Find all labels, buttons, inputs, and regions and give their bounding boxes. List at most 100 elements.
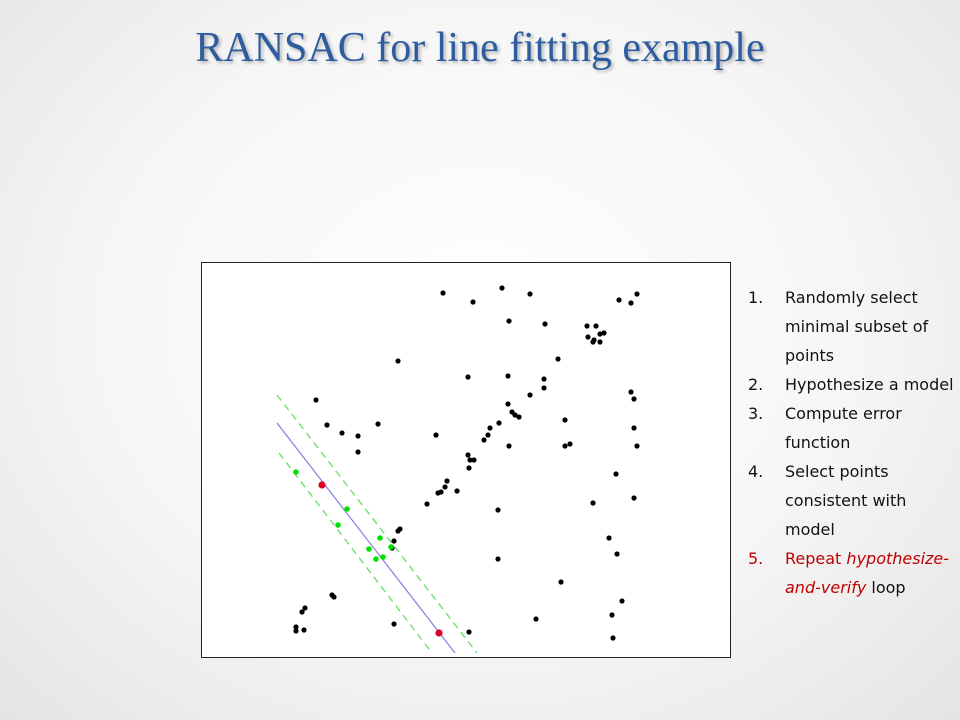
step-item-highlighted: 5. Repeat hypothesize-and-verify loop — [748, 544, 958, 602]
outlier-point — [391, 538, 397, 544]
outlier-point — [331, 594, 337, 600]
inlier-point — [344, 506, 350, 512]
inlier-point — [335, 522, 341, 528]
step-text-italic: hypothesize-and-verify — [785, 549, 950, 597]
outlier-point — [495, 507, 501, 513]
steps-list: 1. Randomly select minimal subset of poi… — [748, 283, 958, 602]
outlier-point — [634, 443, 640, 449]
outlier-point — [375, 421, 381, 427]
outlier-point — [454, 488, 460, 494]
step-text-prefix: Repeat — [785, 549, 842, 568]
outlier-point — [610, 635, 616, 641]
outlier-point — [628, 300, 634, 306]
outlier-point — [506, 443, 512, 449]
outlier-point — [616, 297, 622, 303]
outlier-point — [590, 500, 596, 506]
outlier-point — [597, 331, 603, 337]
outlier-point — [391, 621, 397, 627]
outlier-point — [395, 358, 401, 364]
outlier-point — [558, 579, 564, 585]
step-item: 4. Select points consistent with model — [748, 457, 958, 544]
outlier-point — [567, 441, 573, 447]
outlier-point — [628, 389, 634, 395]
step-text: Compute error function — [785, 404, 902, 452]
outlier-point — [527, 291, 533, 297]
outlier-point — [444, 478, 450, 484]
outlier-point — [470, 299, 476, 305]
outlier-point — [465, 452, 471, 458]
slide-title: RANSAC for line fitting example — [195, 25, 765, 71]
outlier-point — [293, 628, 299, 634]
outlier-point — [496, 420, 502, 426]
outlier-point — [424, 501, 430, 507]
outlier-point — [487, 425, 493, 431]
threshold-line-lower — [278, 452, 433, 654]
outlier-point — [562, 443, 568, 449]
step-number: 3. — [748, 404, 764, 423]
step-text: Select points consistent with model — [785, 462, 907, 539]
step-text: Hypothesize a model — [785, 375, 954, 394]
outlier-point — [562, 417, 568, 423]
plot-canvas — [276, 285, 640, 654]
step-item: 2. Hypothesize a model — [748, 370, 958, 399]
outlier-point — [609, 612, 615, 618]
outlier-point — [324, 422, 330, 428]
outlier-point — [467, 457, 473, 463]
inlier-point — [388, 544, 394, 550]
step-text: Randomly select minimal subset of points — [785, 288, 929, 365]
outlier-point — [495, 556, 501, 562]
outlier-point — [465, 374, 471, 380]
step-number: 4. — [748, 462, 764, 481]
outlier-point — [466, 465, 472, 471]
outlier-point — [606, 535, 612, 541]
outlier-point — [555, 356, 561, 362]
threshold-line-upper — [276, 394, 478, 654]
outlier-point — [585, 334, 591, 340]
outlier-point — [516, 414, 522, 420]
outlier-point — [593, 323, 599, 329]
outlier-point — [505, 373, 511, 379]
outlier-point — [584, 323, 590, 329]
inlier-point — [366, 546, 372, 552]
outlier-point — [619, 598, 625, 604]
outlier-point — [505, 401, 511, 407]
outlier-point — [440, 290, 446, 296]
outlier-point — [542, 321, 548, 327]
step-number: 1. — [748, 288, 764, 307]
inlier-point — [377, 535, 383, 541]
outlier-point — [302, 605, 308, 611]
outlier-point — [499, 285, 505, 291]
step-text-suffix: loop — [871, 578, 906, 597]
inlier-point — [293, 469, 299, 475]
outlier-point — [481, 437, 487, 443]
outlier-point — [597, 339, 603, 345]
outlier-point — [541, 385, 547, 391]
outlier-point — [631, 495, 637, 501]
outlier-point — [466, 629, 472, 635]
step-number: 2. — [748, 375, 764, 394]
model-line — [276, 422, 456, 654]
outlier-point — [395, 528, 401, 534]
outlier-point — [631, 396, 637, 402]
outlier-point — [355, 433, 361, 439]
outlier-point — [613, 471, 619, 477]
outlier-point — [512, 412, 518, 418]
outlier-point — [355, 449, 361, 455]
inlier-point — [373, 556, 379, 562]
inlier-point — [380, 554, 386, 560]
sample-point — [435, 629, 443, 637]
step-item: 1. Randomly select minimal subset of poi… — [748, 283, 958, 370]
outlier-point — [299, 609, 305, 615]
outlier-point — [506, 318, 512, 324]
outlier-point — [433, 432, 439, 438]
outlier-point — [614, 551, 620, 557]
outlier-point — [293, 624, 299, 630]
outlier-point — [339, 430, 345, 436]
outlier-point — [485, 432, 491, 438]
outlier-point — [442, 484, 448, 490]
outlier-point — [631, 425, 637, 431]
scatter-plot — [201, 262, 731, 658]
outlier-point — [313, 397, 319, 403]
outlier-point — [471, 457, 477, 463]
outlier-point — [541, 376, 547, 382]
